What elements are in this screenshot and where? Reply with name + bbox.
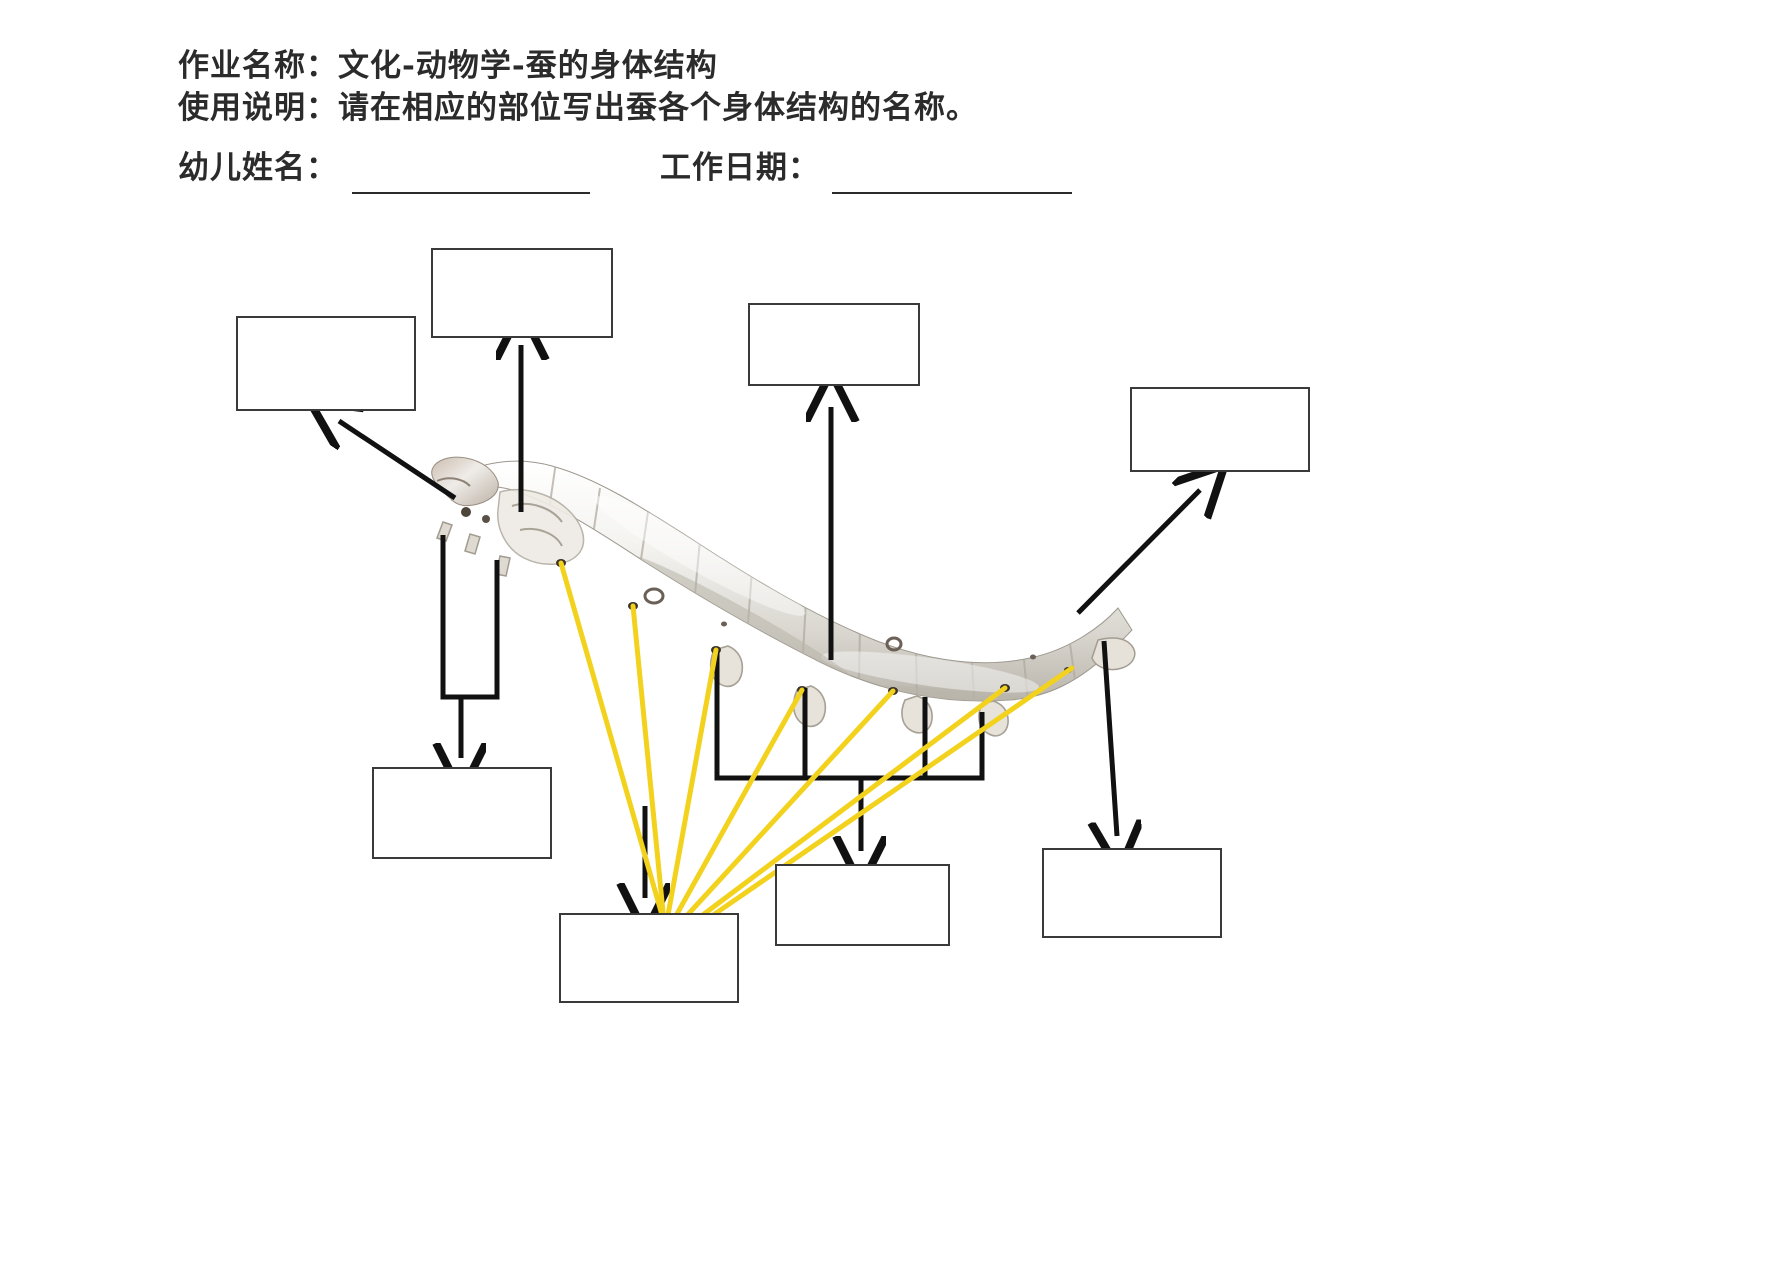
box-thorax[interactable]: [431, 248, 613, 338]
arrow-to-head-box: [339, 421, 457, 501]
bracket-prolegs: [714, 650, 985, 851]
arrow-to-tail-box: [1076, 490, 1200, 615]
box-thoracic-legs[interactable]: [372, 767, 552, 859]
box-abdomen[interactable]: [748, 303, 920, 386]
silkworm-head: [431, 456, 499, 507]
silkworm-body: [431, 456, 1136, 737]
work-date-input[interactable]: [832, 192, 1072, 194]
box-spiracles[interactable]: [559, 913, 739, 1003]
assignment-title: 作业名称：文化-动物学-蚕的身体结构: [178, 48, 718, 84]
box-tail-horn[interactable]: [1130, 387, 1310, 472]
arrow-to-anal-legs-box: [1104, 640, 1117, 836]
box-head[interactable]: [236, 316, 416, 411]
spiracles: [556, 559, 1072, 695]
thoracic-legs: [436, 521, 511, 577]
child-name-input[interactable]: [352, 192, 590, 194]
child-name-label: 幼儿姓名：: [178, 150, 338, 186]
work-date-label: 工作日期：: [660, 150, 820, 186]
abdominal-prolegs: [709, 645, 1009, 737]
box-prolegs[interactable]: [775, 864, 950, 946]
assignment-instruction: 使用说明：请在相应的部位写出蚕各个身体结构的名称。: [178, 90, 978, 126]
bracket-thoracic-legs: [443, 535, 500, 758]
box-anal-legs[interactable]: [1042, 848, 1222, 938]
anal-legs: [1091, 637, 1136, 671]
